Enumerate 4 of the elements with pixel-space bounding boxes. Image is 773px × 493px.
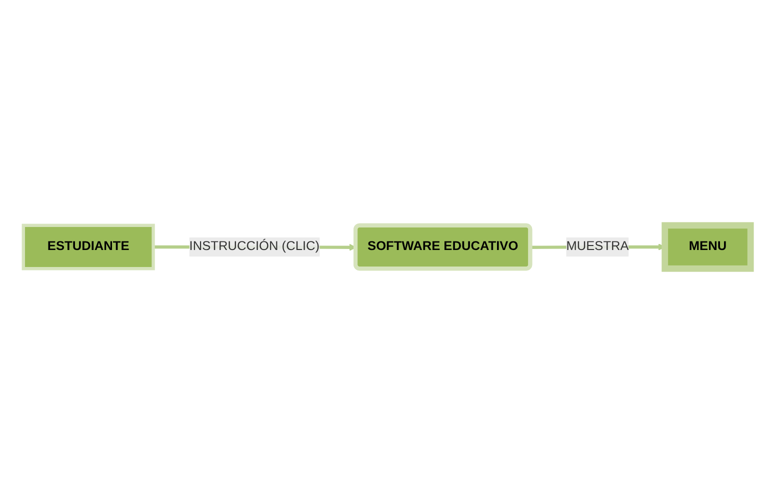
node-box: MENU bbox=[661, 222, 754, 272]
node-box: ESTUDIANTE bbox=[21, 223, 154, 270]
edge-label: INSTRUCCIÓN (CLIC) bbox=[188, 239, 320, 253]
edge-label: MUESTRA bbox=[566, 239, 628, 253]
